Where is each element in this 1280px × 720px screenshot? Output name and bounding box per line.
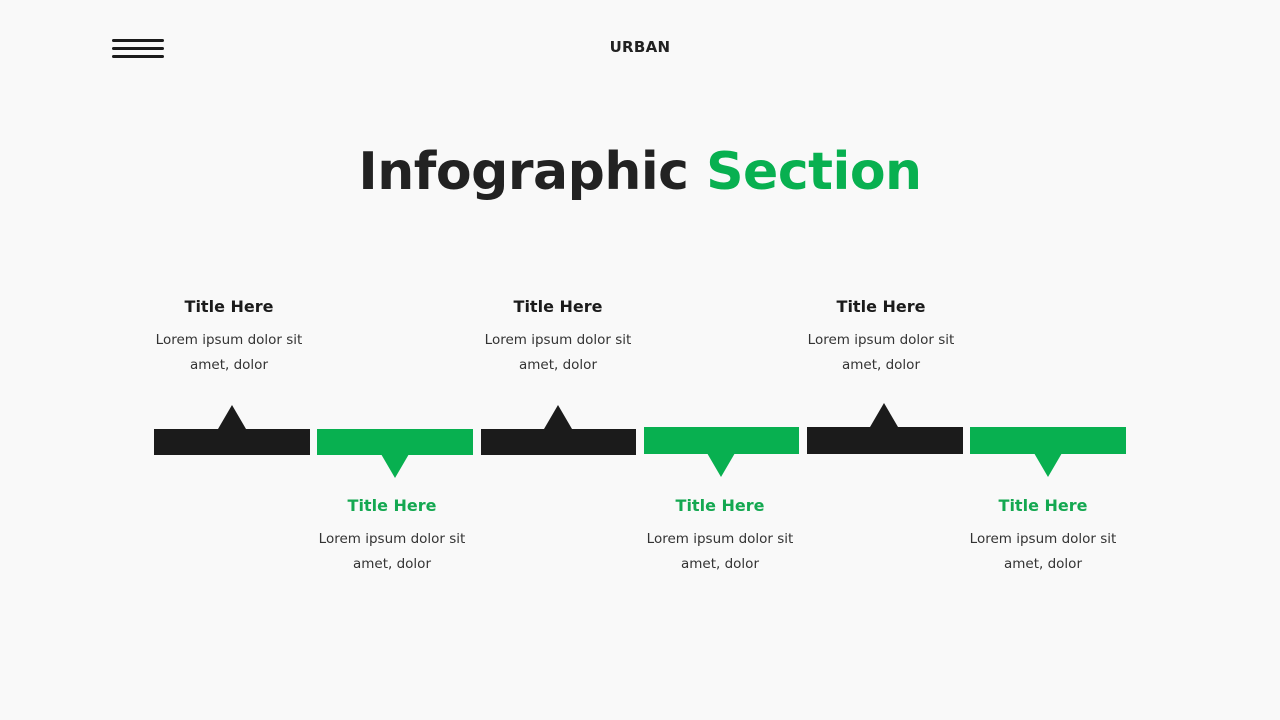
item-body-line: Lorem ipsum dolor sit xyxy=(318,531,466,547)
item-body-line: Lorem ipsum dolor sit xyxy=(155,332,303,348)
triangle-down-icon xyxy=(381,454,409,478)
item-body-line: amet, dolor xyxy=(842,357,920,373)
triangle-down-icon xyxy=(1034,453,1062,477)
item-body-line: amet, dolor xyxy=(1004,556,1082,572)
timeline-bar-green xyxy=(317,429,473,455)
item-body-line: amet, dolor xyxy=(519,357,597,373)
timeline-bar-green xyxy=(644,427,799,454)
item-title: Title Here xyxy=(513,297,603,316)
menu-line xyxy=(112,47,164,50)
timeline-text-block: Title Here Lorem ipsum dolor sit amet, d… xyxy=(468,296,648,378)
timeline-bar-dark xyxy=(154,429,310,455)
triangle-up-icon xyxy=(544,405,572,429)
menu-line xyxy=(112,39,164,42)
triangle-up-icon xyxy=(218,405,246,429)
timeline-text-block: Title Here Lorem ipsum dolor sit amet, d… xyxy=(139,296,319,378)
item-title: Title Here xyxy=(347,496,437,515)
page-title: Infographic Section xyxy=(0,138,1280,206)
timeline-bar-dark xyxy=(807,427,963,454)
timeline-bar-green xyxy=(970,427,1126,454)
timeline-text-block: Title Here Lorem ipsum dolor sit amet, d… xyxy=(791,296,971,378)
item-body-line: Lorem ipsum dolor sit xyxy=(969,531,1117,547)
item-body-line: Lorem ipsum dolor sit xyxy=(807,332,955,348)
page-title-accent: Section xyxy=(706,142,922,202)
timeline-text-block: Title Here Lorem ipsum dolor sit amet, d… xyxy=(953,495,1133,577)
item-body-line: amet, dolor xyxy=(190,357,268,373)
hamburger-menu-icon[interactable] xyxy=(112,39,164,59)
item-title: Title Here xyxy=(998,496,1088,515)
timeline-text-block: Title Here Lorem ipsum dolor sit amet, d… xyxy=(630,495,810,577)
menu-line xyxy=(112,55,164,58)
brand-name: URBAN xyxy=(609,38,671,56)
item-body-line: amet, dolor xyxy=(353,556,431,572)
item-body-line: Lorem ipsum dolor sit xyxy=(646,531,794,547)
page-title-main: Infographic xyxy=(358,142,689,202)
timeline-bar-dark xyxy=(481,429,636,455)
item-body-line: amet, dolor xyxy=(681,556,759,572)
triangle-up-icon xyxy=(870,403,898,427)
item-title: Title Here xyxy=(184,297,274,316)
item-body-line: Lorem ipsum dolor sit xyxy=(484,332,632,348)
triangle-down-icon xyxy=(707,453,735,477)
item-title: Title Here xyxy=(675,496,765,515)
timeline-text-block: Title Here Lorem ipsum dolor sit amet, d… xyxy=(302,495,482,577)
item-title: Title Here xyxy=(836,297,926,316)
